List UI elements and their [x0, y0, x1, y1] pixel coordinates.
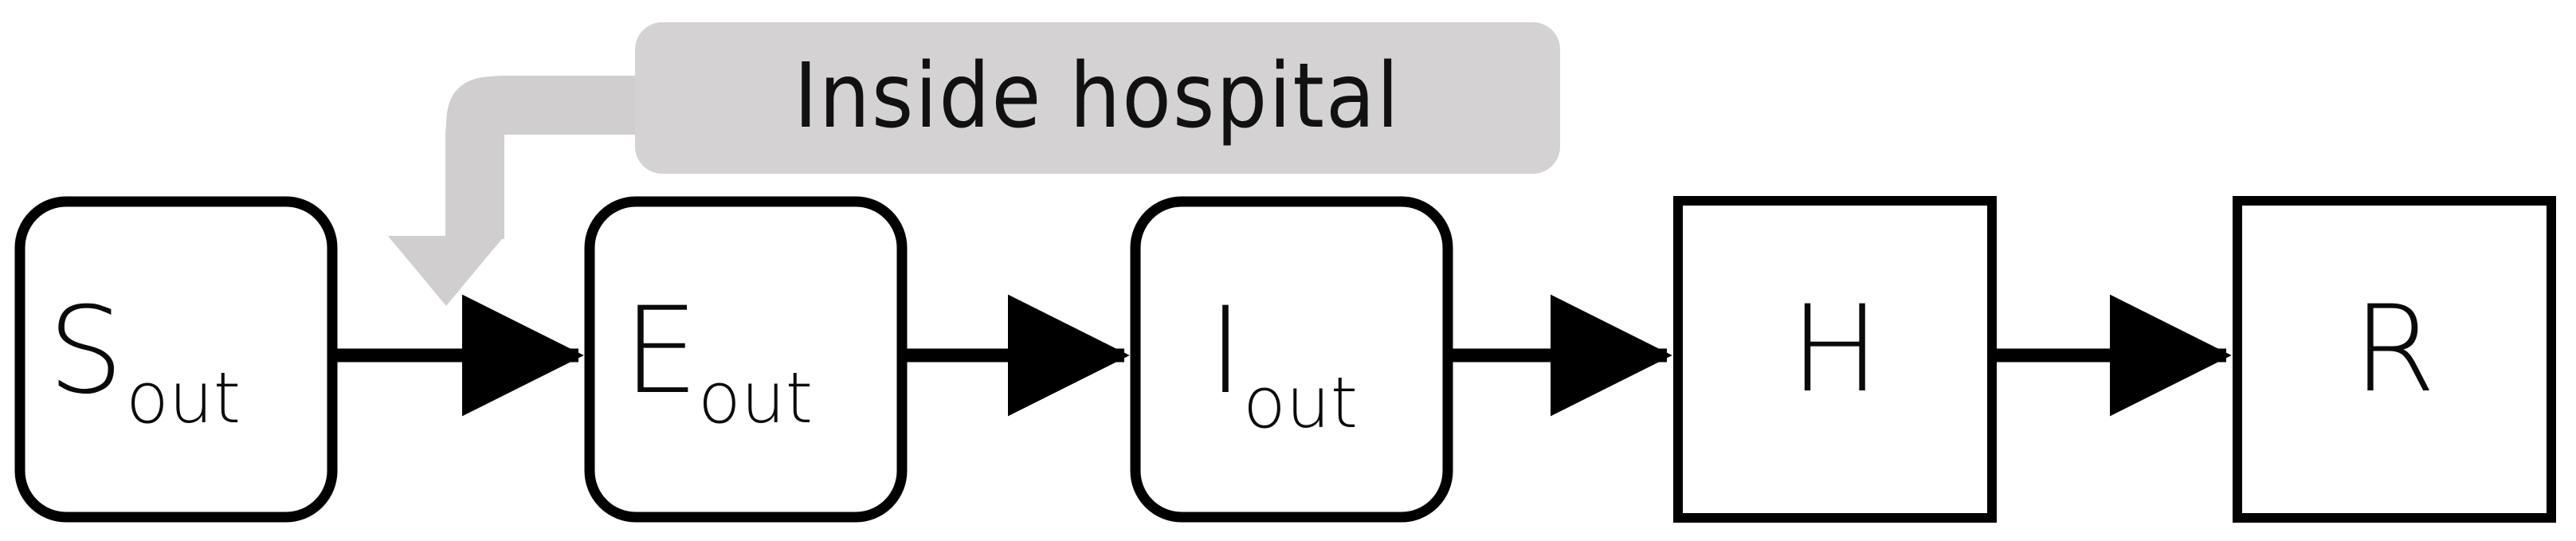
node-h[interactable]: H	[1673, 196, 1997, 523]
node-i-out-subscript-label: out	[1243, 362, 1358, 444]
node-i-out[interactable]: I out	[1130, 196, 1453, 523]
node-e-out-main-label: E	[623, 282, 699, 421]
node-e-out[interactable]: E out	[584, 196, 908, 523]
node-h-main-label: H	[1790, 280, 1880, 419]
node-s-out[interactable]: S out	[14, 196, 338, 523]
node-r-shape[interactable]	[2233, 196, 2556, 523]
node-e-out-subscript-label: out	[698, 357, 813, 439]
inside-hospital-annotation-group: Inside hospital	[388, 22, 1560, 306]
inside-hospital-pointer-elbow	[445, 76, 717, 239]
inside-hospital-label-text: Inside hospital	[794, 45, 1400, 148]
node-i-out-shape[interactable]	[1130, 196, 1453, 523]
node-e-out-shape[interactable]	[584, 196, 908, 523]
node-h-shape[interactable]	[1673, 196, 1997, 523]
node-s-out-subscript-label: out	[126, 357, 241, 439]
node-r-main-label: R	[2353, 280, 2436, 419]
node-s-out-shape[interactable]	[14, 196, 338, 523]
node-r[interactable]: R	[2233, 196, 2556, 523]
node-s-out-main-label: S	[48, 282, 124, 421]
node-i-out-main-label: I	[1208, 282, 1243, 421]
inside-hospital-label-plate	[635, 22, 1560, 174]
inside-hospital-pointer-arrowhead	[388, 236, 504, 306]
